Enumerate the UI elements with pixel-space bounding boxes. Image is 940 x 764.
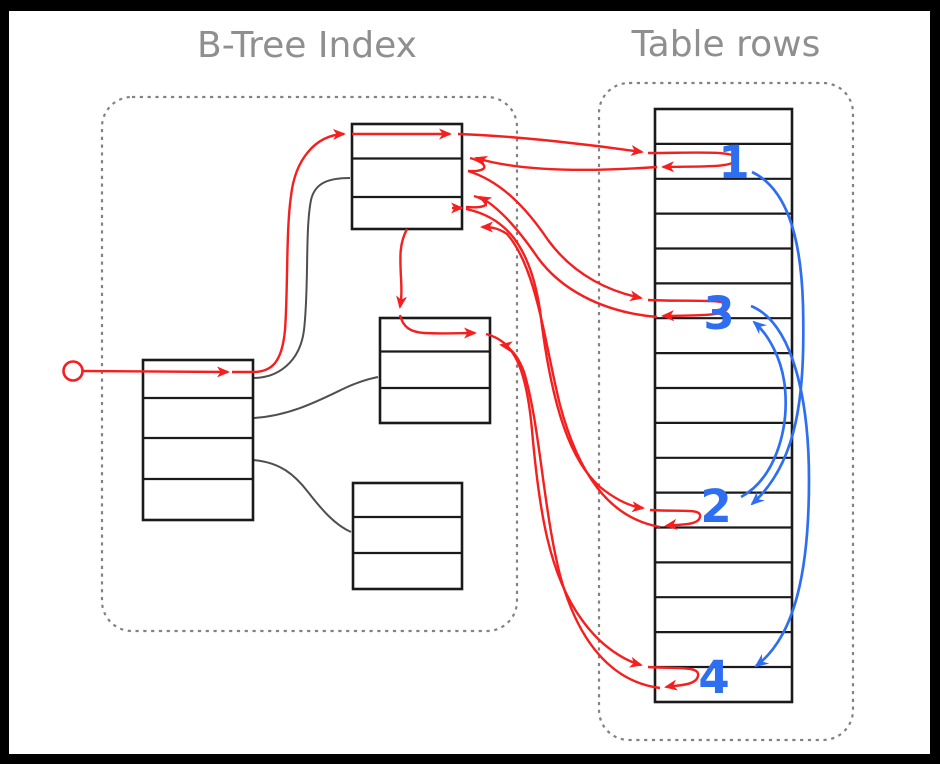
path-to-table-row-1 [457, 132, 644, 156]
table-row-lines [655, 142, 792, 669]
btree-panel-outline [100, 95, 519, 633]
row-order-arrows [740, 170, 811, 668]
table-rows-title: Table rows [631, 24, 821, 65]
path-back-from-row-1 [474, 155, 658, 172]
row-marker-4: 4 [698, 651, 729, 704]
path-through-middle-node-row1 [398, 314, 477, 339]
index-nodes [141, 122, 492, 591]
order-arrow-3-to-4 [750, 304, 811, 668]
entry-arrow [82, 366, 230, 378]
leaf-node-top-row-lines [352, 157, 462, 199]
loop-at-table-row-2 [649, 508, 702, 530]
loop-at-table-row-3 [647, 298, 730, 322]
order-arrow-2-to-3 [740, 320, 787, 499]
curl-at-top-node-2 [465, 194, 487, 209]
loop-at-table-row-4 [647, 665, 700, 691]
row-markers: 1 3 2 4 [698, 136, 749, 704]
entry-point-circle [62, 360, 84, 382]
curl-at-top-node-1 [467, 156, 486, 173]
row-marker-1: 1 [718, 136, 749, 189]
path-to-table-row-3 [467, 169, 643, 302]
path-to-table-row-4 [485, 332, 643, 668]
row-marker-2: 2 [700, 480, 731, 533]
leaf-node-bottom [351, 481, 464, 591]
path-back-from-row-2 [480, 221, 661, 529]
tree-edge-root-to-bottom-node [252, 459, 352, 533]
path-top-node-to-middle-node [396, 228, 409, 309]
loop-at-table-row-1 [647, 151, 738, 173]
search-path [62, 128, 738, 691]
tree-edge-root-to-middle-node [252, 376, 379, 419]
path-back-from-row-3 [478, 195, 658, 319]
path-to-table-row-2 [465, 207, 645, 513]
table-heap [653, 107, 794, 704]
path-back-from-row-4 [499, 341, 661, 690]
leaf-node-top [350, 122, 464, 231]
path-root-to-top-node [232, 128, 346, 374]
btree-index-title: B-Tree Index [197, 25, 417, 66]
root-node [141, 358, 255, 522]
root-node-row-lines [143, 396, 253, 481]
leaf-node-bottom-row-lines [353, 515, 462, 555]
table-panel-outline [597, 81, 855, 742]
tree-edge-root-to-top-node [252, 177, 351, 379]
row-marker-3: 3 [703, 287, 734, 340]
tree-edges [252, 177, 379, 533]
leaf-node-middle-row-lines [380, 350, 490, 390]
table-outline [653, 107, 794, 704]
order-arrow-1-to-2 [750, 170, 805, 506]
